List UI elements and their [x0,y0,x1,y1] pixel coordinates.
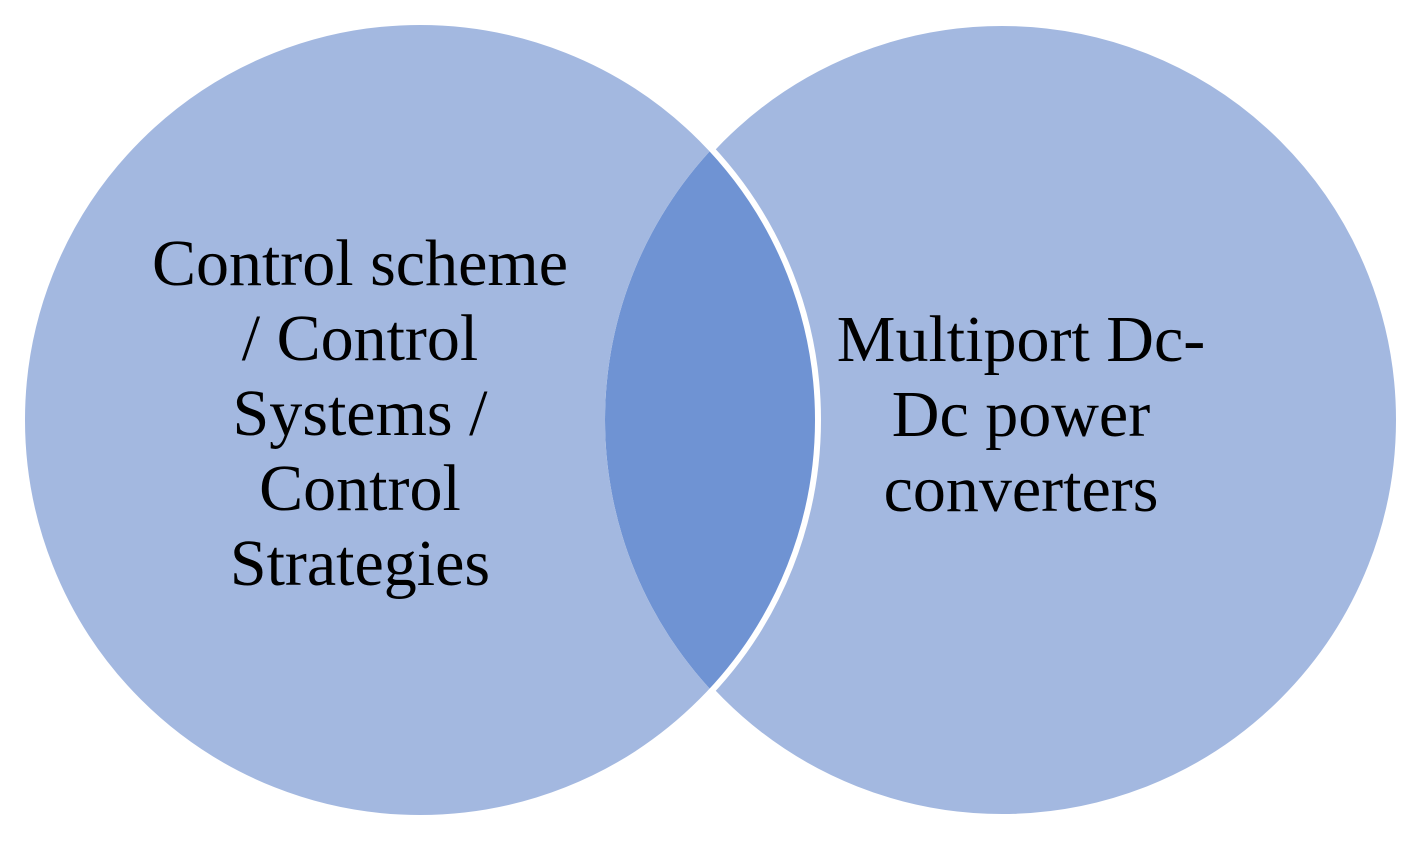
circle-left-outline [19,19,821,821]
set-label-right: Multiport Dc- Dc power converters [836,303,1206,526]
circle-left-set[interactable] [22,22,818,818]
set-label-left: Control scheme / Control Systems / Contr… [151,227,569,600]
